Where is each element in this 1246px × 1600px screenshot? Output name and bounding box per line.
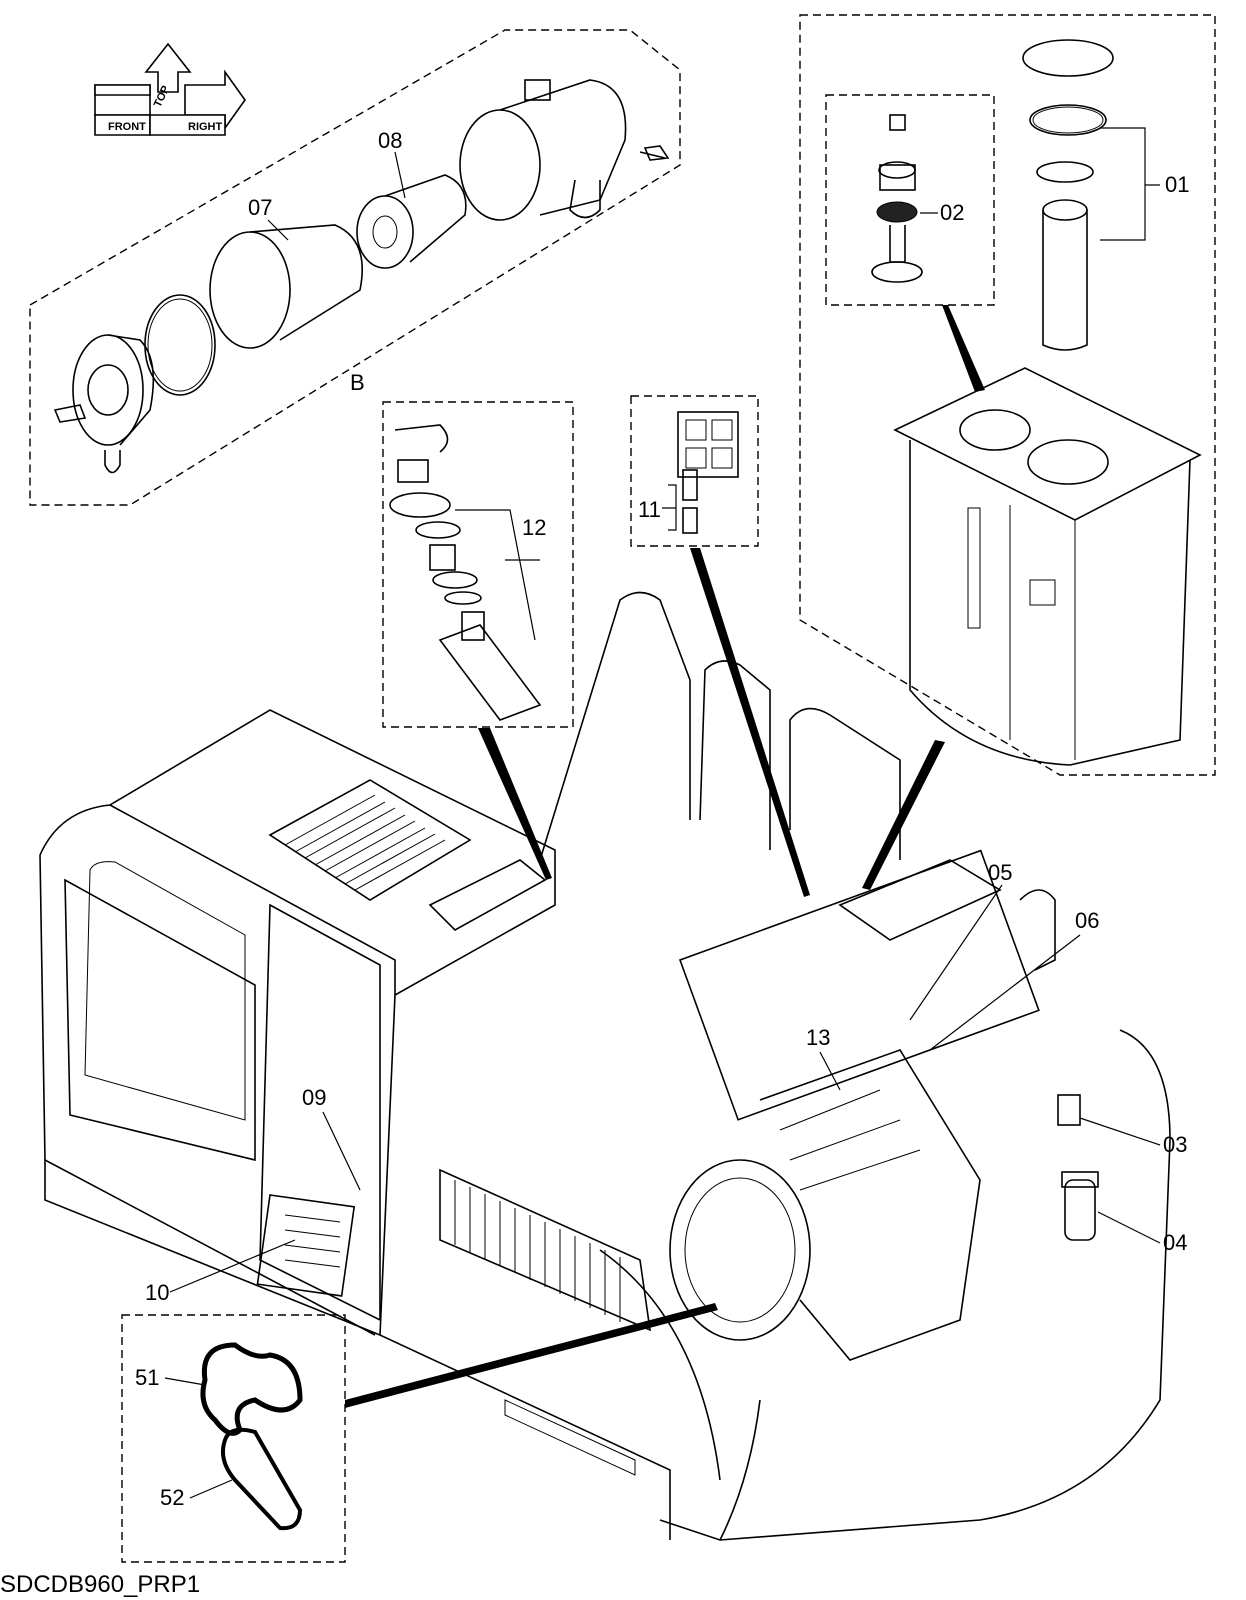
- callout-09: 09: [302, 1085, 326, 1110]
- callout-13: 13: [806, 1025, 830, 1050]
- callout-03: 03: [1163, 1132, 1187, 1157]
- callout-06: 06: [1075, 908, 1099, 933]
- orientation-indicator: FRONT RIGHT TOP: [94, 42, 246, 136]
- callout-51: 51: [135, 1365, 159, 1390]
- tank-detail: 02 01: [799, 14, 1216, 890]
- callout-08: 08: [378, 128, 402, 153]
- callout-52: 52: [160, 1485, 184, 1510]
- front-direction-label: FRONT: [108, 121, 146, 133]
- callout-02: 02: [940, 200, 964, 225]
- main-callouts: 05 06 13 03 04 09 10: [145, 860, 1187, 1305]
- detail-11: 11: [630, 395, 810, 897]
- diagram-id: SDCDB960_PRP1: [0, 1571, 200, 1598]
- callout-04: 04: [1163, 1230, 1187, 1255]
- excavator-upper-structure: [39, 591, 1171, 1541]
- callout-01: 01: [1165, 172, 1189, 197]
- belt-detail: 51 52: [121, 1303, 718, 1563]
- callout-07: 07: [248, 195, 272, 220]
- callout-10: 10: [145, 1280, 169, 1305]
- right-direction-label: RIGHT: [188, 121, 223, 133]
- callout-12: 12: [522, 515, 546, 540]
- view-label-b: B: [350, 370, 365, 395]
- callout-11: 11: [638, 497, 661, 522]
- top-direction-label: TOP: [152, 84, 172, 109]
- detail-12: 12: [382, 401, 574, 880]
- callout-05: 05: [988, 860, 1012, 885]
- air-cleaner-detail: 08 07 B: [29, 29, 681, 506]
